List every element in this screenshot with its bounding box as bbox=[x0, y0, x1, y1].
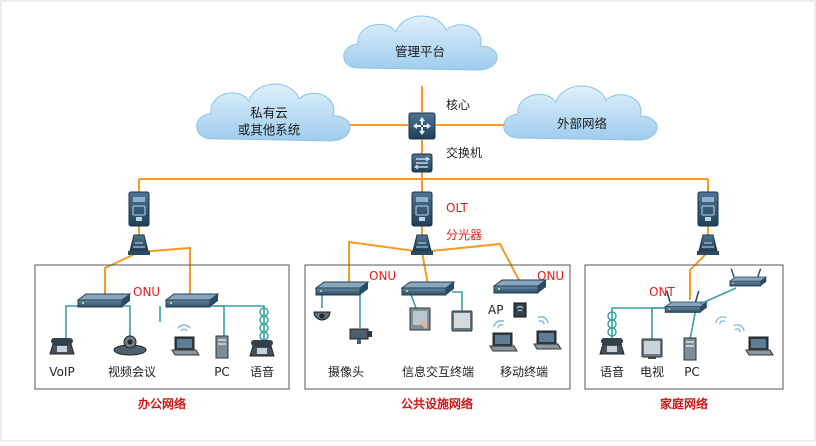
splitter-label: 分光器 bbox=[446, 228, 482, 242]
home-network-title: 家庭网络 bbox=[660, 396, 708, 411]
home-ont-icon bbox=[664, 290, 708, 313]
ap-label: AP bbox=[488, 303, 503, 317]
home-area bbox=[584, 264, 784, 390]
home-voice-coil bbox=[607, 311, 617, 337]
olt-left-icon bbox=[128, 191, 150, 227]
home-pc-icon bbox=[683, 337, 697, 361]
home-tv-icon bbox=[641, 338, 663, 359]
public-onu-left-icon bbox=[315, 281, 369, 296]
office-video-label: 视频会议 bbox=[108, 364, 156, 379]
info-terminal-icon bbox=[409, 307, 431, 331]
olt-right-icon bbox=[697, 191, 719, 227]
office-network-title: 办公网络 bbox=[138, 396, 186, 411]
cloud-private-label-2: 或其他系统 bbox=[238, 123, 301, 138]
office-voip-label: VoIP bbox=[49, 365, 74, 379]
olt-label: OLT bbox=[446, 201, 468, 215]
home-phone-icon bbox=[599, 337, 625, 355]
cloud-private-label-1: 私有云 bbox=[250, 106, 288, 121]
office-onu-left-icon bbox=[77, 293, 131, 308]
office-pc-label: PC bbox=[214, 365, 230, 379]
olt-center-icon bbox=[411, 191, 433, 227]
box-camera-icon bbox=[349, 328, 372, 344]
switch-icon bbox=[411, 153, 433, 173]
public-area bbox=[304, 264, 571, 390]
public-onu-left-label: ONU bbox=[369, 269, 396, 283]
public-camera-label: 摄像头 bbox=[328, 364, 364, 379]
office-area bbox=[34, 264, 290, 390]
home-pc-label: PC bbox=[684, 365, 700, 379]
home-voice-label: 语音 bbox=[600, 364, 624, 379]
office-onu-label: ONU bbox=[133, 285, 160, 299]
video-conference-icon bbox=[113, 335, 147, 356]
office-voice-label: 语音 bbox=[250, 364, 274, 379]
office-voice-phone-icon bbox=[249, 339, 275, 357]
home-ont-label: ONT bbox=[649, 285, 675, 299]
office-voice-coil bbox=[259, 307, 269, 341]
home-router-link bbox=[699, 287, 737, 305]
public-onu-right-label: ONU bbox=[537, 269, 564, 283]
core-router-icon bbox=[408, 112, 436, 140]
public-mobile-label: 移动终端 bbox=[500, 364, 548, 379]
core-label: 核心 bbox=[446, 98, 470, 112]
home-router-icon bbox=[729, 268, 767, 287]
display-screen-icon bbox=[451, 310, 473, 332]
dome-camera-icon bbox=[313, 311, 331, 321]
home-tv-label: 电视 bbox=[640, 364, 664, 379]
cloud-management: 管理平台 bbox=[343, 15, 498, 71]
office-pc-icon bbox=[215, 335, 229, 359]
public-onu-center-icon bbox=[401, 281, 455, 296]
public-network-title: 公共设施网络 bbox=[401, 396, 473, 411]
switch-label: 交换机 bbox=[446, 145, 482, 160]
voip-phone-icon bbox=[49, 337, 75, 355]
public-info-label: 信息交互终端 bbox=[402, 364, 474, 379]
cloud-external: 外部网络 bbox=[503, 85, 658, 141]
office-onu-right-icon bbox=[165, 293, 219, 308]
cloud-private: 私有云 或其他系统 bbox=[196, 83, 351, 142]
ap-icon bbox=[513, 302, 527, 318]
cloud-management-label: 管理平台 bbox=[395, 44, 445, 59]
cloud-external-label: 外部网络 bbox=[557, 116, 608, 131]
